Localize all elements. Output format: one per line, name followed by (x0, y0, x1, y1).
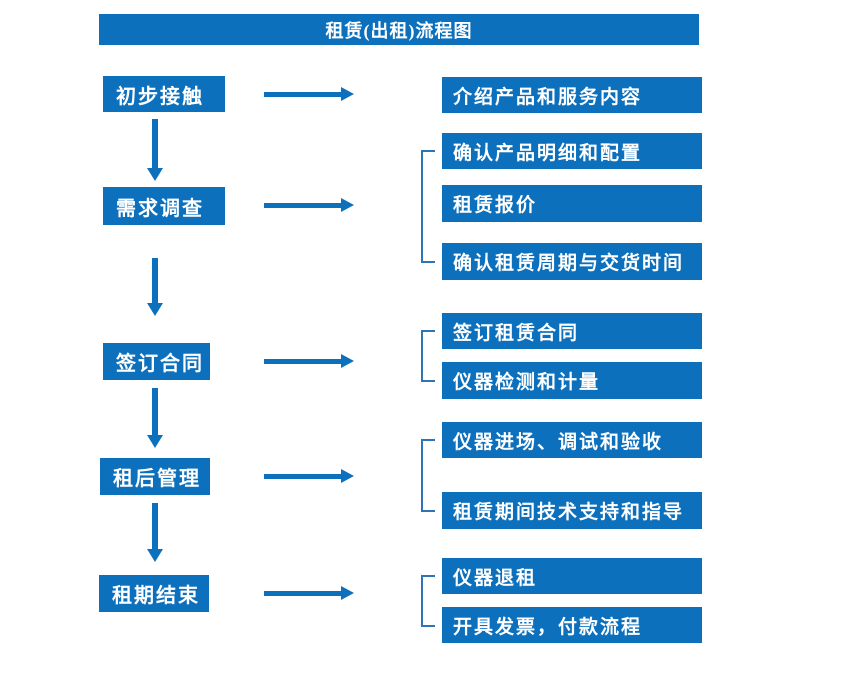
flow-arrow-right-icon (264, 198, 354, 212)
arrow-head (147, 303, 163, 316)
flow-arrow-down-icon (147, 388, 163, 448)
arrow-head (341, 354, 354, 368)
flow-arrow-right-icon (264, 586, 354, 600)
arrow-shaft (264, 91, 341, 97)
group-bracket (421, 439, 435, 512)
flow-arrow-down-icon (147, 503, 163, 562)
group-bracket (421, 330, 435, 382)
arrow-shaft (152, 119, 158, 168)
arrow-head (341, 198, 354, 212)
arrow-shaft (264, 202, 341, 208)
detail-box-instrument-setup: 仪器进场、调试和验收 (442, 422, 702, 458)
step-box-demand-survey: 需求调查 (103, 187, 225, 225)
group-bracket (421, 150, 435, 263)
detail-box-invoice-payment: 开具发票，付款流程 (442, 607, 702, 643)
arrow-shaft (264, 473, 341, 479)
arrow-shaft (152, 388, 158, 435)
arrow-head (341, 87, 354, 101)
arrow-shaft (152, 258, 158, 303)
detail-box-confirm-rental-period: 确认租赁周期与交货时间 (442, 243, 702, 280)
arrow-head (147, 168, 163, 181)
arrow-shaft (264, 358, 341, 364)
flow-arrow-right-icon (264, 87, 354, 101)
arrow-head (341, 586, 354, 600)
flow-arrow-right-icon (264, 354, 354, 368)
detail-box-technical-support: 租赁期间技术支持和指导 (442, 492, 702, 529)
step-box-sign-contract: 签订合同 (103, 343, 210, 380)
step-box-initial-contact: 初步接触 (103, 76, 225, 112)
group-bracket (421, 575, 435, 627)
detail-box-instrument-return: 仪器退租 (442, 558, 702, 594)
step-box-rental-end: 租期结束 (99, 575, 209, 612)
flow-arrow-down-icon (147, 119, 163, 181)
detail-box-rental-quotation: 租赁报价 (442, 185, 702, 222)
detail-box-introduce-products: 介绍产品和服务内容 (442, 77, 702, 113)
flow-arrow-down-icon (147, 258, 163, 316)
arrow-shaft (264, 590, 341, 596)
arrow-head (147, 549, 163, 562)
detail-box-confirm-product-details: 确认产品明细和配置 (442, 133, 702, 169)
flow-arrow-right-icon (264, 469, 354, 483)
arrow-shaft (152, 503, 158, 549)
diagram-title: 租赁(出租)流程图 (99, 14, 699, 45)
detail-box-sign-rental-contract: 签订租赁合同 (442, 313, 702, 349)
detail-box-instrument-testing: 仪器检测和计量 (442, 362, 702, 399)
step-box-post-rental-management: 租后管理 (100, 458, 210, 495)
arrow-head (147, 435, 163, 448)
arrow-head (341, 469, 354, 483)
